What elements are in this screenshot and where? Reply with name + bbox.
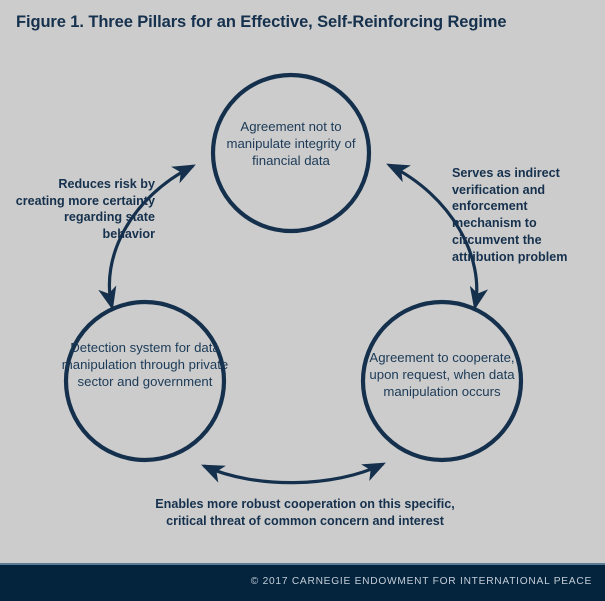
node-label-agreement-integrity: Agreement not to manipulate integrity of… <box>226 119 356 169</box>
edge-arrow-bottom <box>201 462 386 485</box>
edge-label-reduces-risk: Reduces risk by creating more certainty … <box>15 177 155 242</box>
edge-label-indirect-verification: Serves as indirect verification and enfo… <box>452 166 568 264</box>
edge-arrow-right <box>386 163 489 311</box>
figure-title: Figure 1. Three Pillars for an Effective… <box>16 13 507 31</box>
copyright-credit: © 2017 CARNEGIE ENDOWMENT FOR INTERNATIO… <box>250 576 592 587</box>
node-label-detection-system: Detection system for data manipulation t… <box>61 340 229 390</box>
node-label-agreement-cooperate: Agreement to cooperate, upon request, wh… <box>369 350 515 400</box>
footer-bar: © 2017 CARNEGIE ENDOWMENT FOR INTERNATIO… <box>0 563 605 601</box>
edge-label-robust-cooperation: Enables more robust cooperation on this … <box>155 497 455 528</box>
edge-arrow-left <box>98 164 196 311</box>
node-circle-top <box>210 72 372 234</box>
